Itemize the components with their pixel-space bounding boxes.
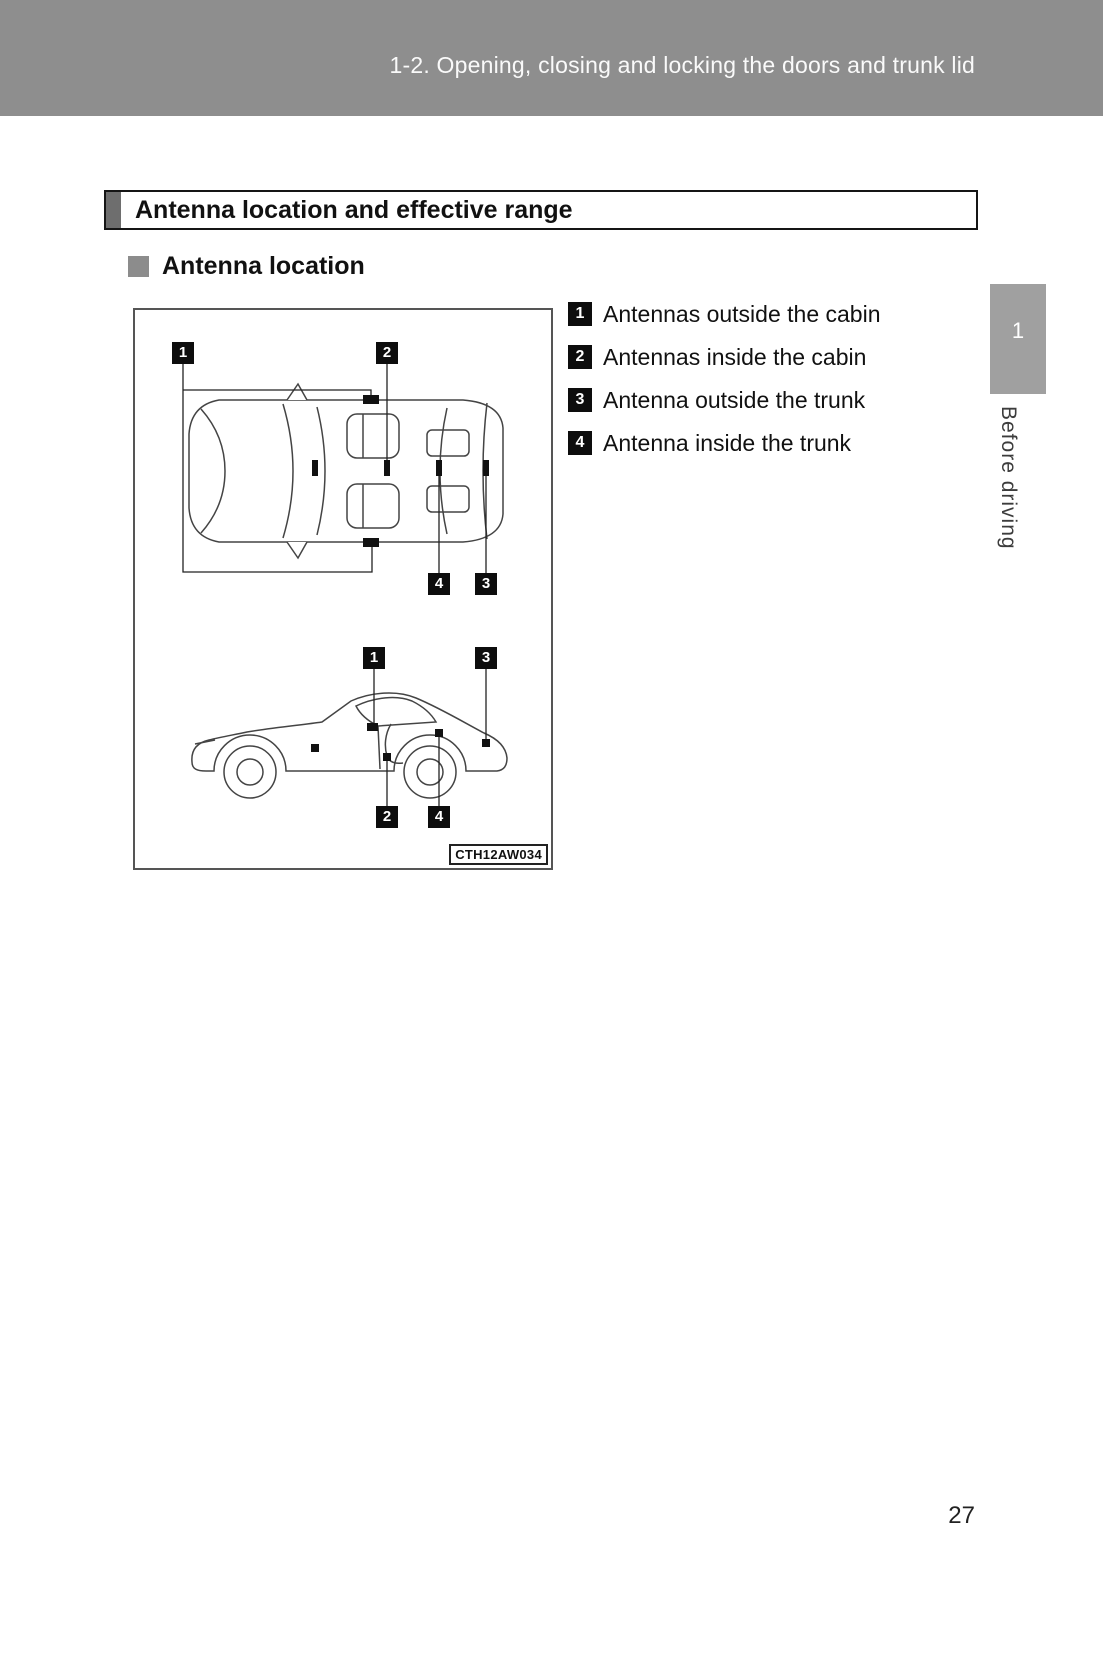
legend-item: 3 Antenna outside the trunk: [568, 388, 880, 413]
legend: 1 Antennas outside the cabin 2 Antennas …: [568, 302, 880, 474]
legend-label-2: Antennas inside the cabin: [603, 344, 867, 370]
section-title: Antenna location and effective range: [135, 196, 573, 224]
legend-label-4: Antenna inside the trunk: [603, 430, 852, 456]
figure-code: CTH12AW034: [449, 844, 548, 865]
page-header: 1-2. Opening, closing and locking the do…: [0, 0, 1103, 116]
page-number: 27: [948, 1502, 975, 1529]
legend-item: 2 Antennas inside the cabin: [568, 345, 880, 370]
legend-badge-2: 2: [568, 345, 592, 369]
legend-badge-3: 3: [568, 388, 592, 412]
legend-item: 4 Antenna inside the trunk: [568, 431, 880, 456]
figure-badge-sideview-1: 1: [363, 647, 385, 669]
figure-badge-sideview-4: 4: [428, 806, 450, 828]
legend-badge-1: 1: [568, 302, 592, 326]
legend-label-1: Antennas outside the cabin: [603, 301, 881, 327]
subsection-title: Antenna location: [162, 252, 365, 280]
figure-badge-topview-3: 3: [475, 573, 497, 595]
figure-badge-topview-2: 2: [376, 342, 398, 364]
section-accent-block: [106, 192, 121, 228]
figure-badge-topview-1: 1: [172, 342, 194, 364]
figure-badge-sideview-2: 2: [376, 806, 398, 828]
legend-badge-4: 4: [568, 431, 592, 455]
car-diagram: [182, 364, 508, 806]
chapter-number: 1: [1011, 318, 1025, 343]
subsection-heading: Antenna location: [128, 252, 365, 281]
figure-badge-sideview-3: 3: [475, 647, 497, 669]
figure-badge-topview-4: 4: [428, 573, 450, 595]
antenna-location-figure: 1 2 4 3 1 3 2 4 CTH12AW034: [133, 308, 553, 870]
square-bullet-icon: [128, 256, 149, 277]
header-title: 1-2. Opening, closing and locking the do…: [389, 52, 975, 78]
legend-item: 1 Antennas outside the cabin: [568, 302, 880, 327]
section-title-box: Antenna location and effective range: [104, 190, 978, 230]
legend-label-3: Antenna outside the trunk: [603, 387, 866, 413]
chapter-tab: 1: [990, 284, 1046, 394]
chapter-label: Before driving: [997, 406, 1020, 550]
